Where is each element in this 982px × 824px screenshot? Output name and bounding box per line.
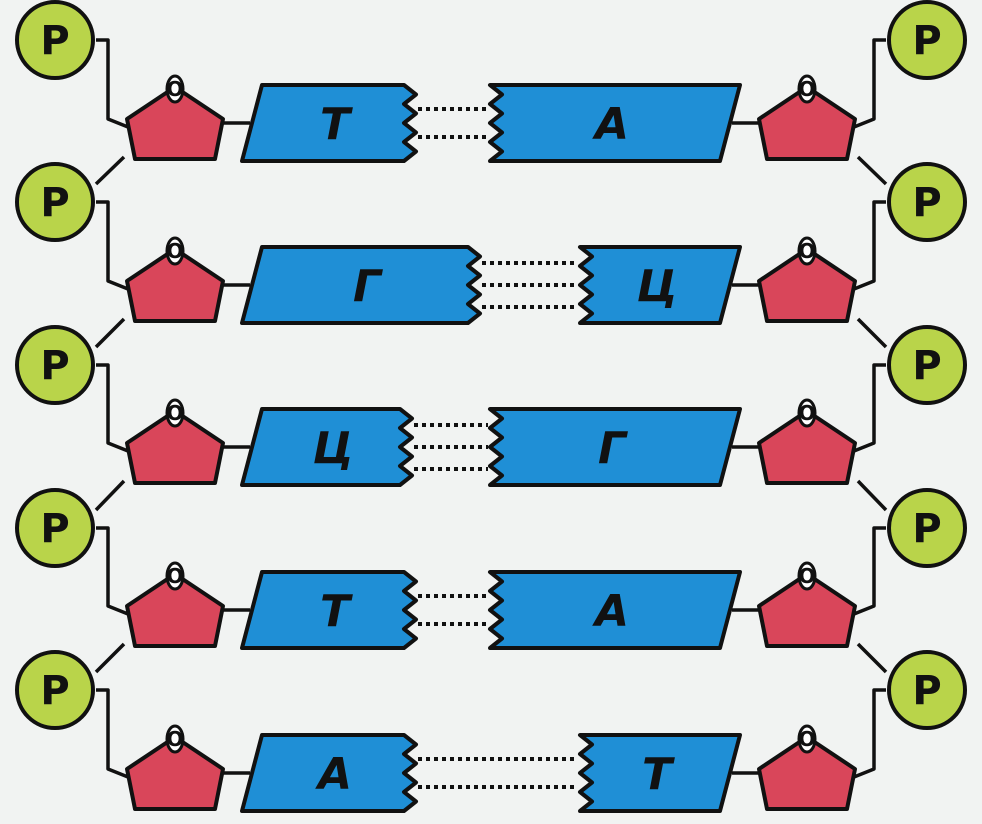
phosphate-group: P	[17, 2, 93, 78]
phosphate-group: P	[889, 2, 965, 78]
base-label-right: Т	[642, 749, 675, 800]
backbone-bond	[96, 365, 128, 451]
base-label-right: Ц	[637, 261, 678, 312]
backbone-bond	[96, 528, 128, 614]
backbone-bond	[858, 157, 886, 184]
deoxyribose-sugar: O	[759, 76, 855, 159]
phosphate-group: P	[889, 490, 965, 566]
backbone-bond	[858, 319, 886, 347]
ring-oxygen-label: O	[166, 727, 183, 751]
deoxyribose-sugar: O	[127, 400, 223, 483]
deoxyribose-sugar: O	[127, 726, 223, 809]
phosphate-label: P	[912, 180, 941, 226]
backbone-bond	[96, 690, 128, 777]
phosphate-group: P	[17, 490, 93, 566]
phosphate-label: P	[912, 668, 941, 714]
phosphate-group: P	[17, 652, 93, 728]
backbone-bond	[854, 202, 886, 289]
backbone-bond	[858, 481, 886, 510]
phosphate-group: P	[889, 327, 965, 403]
base-label-right: Г	[598, 423, 628, 474]
base-label-right: А	[592, 586, 629, 637]
ring-oxygen-label: O	[166, 239, 183, 263]
backbone-bond	[854, 528, 886, 614]
base-label-left: Г	[353, 261, 383, 312]
base-label-left: Т	[320, 586, 353, 637]
backbone-bond	[854, 690, 886, 777]
phosphate-label: P	[40, 668, 69, 714]
base-label-left: Ц	[313, 423, 354, 474]
ring-oxygen-label: O	[166, 564, 183, 588]
ring-oxygen-label: O	[798, 77, 815, 101]
left-backbone: P O P O P O P O P O	[17, 2, 250, 809]
deoxyribose-sugar: O	[759, 238, 855, 321]
base-label-left: Т	[320, 99, 353, 150]
deoxyribose-sugar: O	[127, 238, 223, 321]
phosphate-label: P	[912, 18, 941, 64]
base-pair: ТА	[242, 85, 740, 161]
backbone-bond	[854, 365, 886, 451]
phosphate-label: P	[912, 343, 941, 389]
ring-oxygen-label: O	[798, 564, 815, 588]
phosphate-label: P	[40, 180, 69, 226]
deoxyribose-sugar: O	[127, 563, 223, 646]
ring-oxygen-label: O	[166, 77, 183, 101]
backbone-bond	[96, 481, 124, 510]
backbone-bond	[96, 40, 128, 127]
phosphate-label: P	[40, 18, 69, 64]
backbone-bond	[858, 644, 886, 672]
ring-oxygen-label: O	[798, 401, 815, 425]
ring-oxygen-label: O	[166, 401, 183, 425]
deoxyribose-sugar: O	[759, 726, 855, 809]
phosphate-group: P	[17, 327, 93, 403]
ring-oxygen-label: O	[798, 239, 815, 263]
ring-oxygen-label: O	[798, 727, 815, 751]
right-backbone: P O P O P O P O P O	[732, 2, 965, 809]
base-label-right: А	[592, 99, 629, 150]
deoxyribose-sugar: O	[759, 400, 855, 483]
backbone-bond	[96, 644, 124, 672]
phosphate-label: P	[912, 506, 941, 552]
phosphate-group: P	[889, 652, 965, 728]
backbone-bond	[96, 202, 128, 289]
phosphate-group: P	[17, 164, 93, 240]
deoxyribose-sugar: O	[127, 76, 223, 159]
phosphate-label: P	[40, 343, 69, 389]
phosphate-group: P	[889, 164, 965, 240]
phosphate-label: P	[40, 506, 69, 552]
base-label-left: А	[315, 749, 352, 800]
backbone-bond	[96, 319, 124, 347]
deoxyribose-sugar: O	[759, 563, 855, 646]
backbone-bond	[854, 40, 886, 127]
backbone-bond	[96, 157, 124, 184]
